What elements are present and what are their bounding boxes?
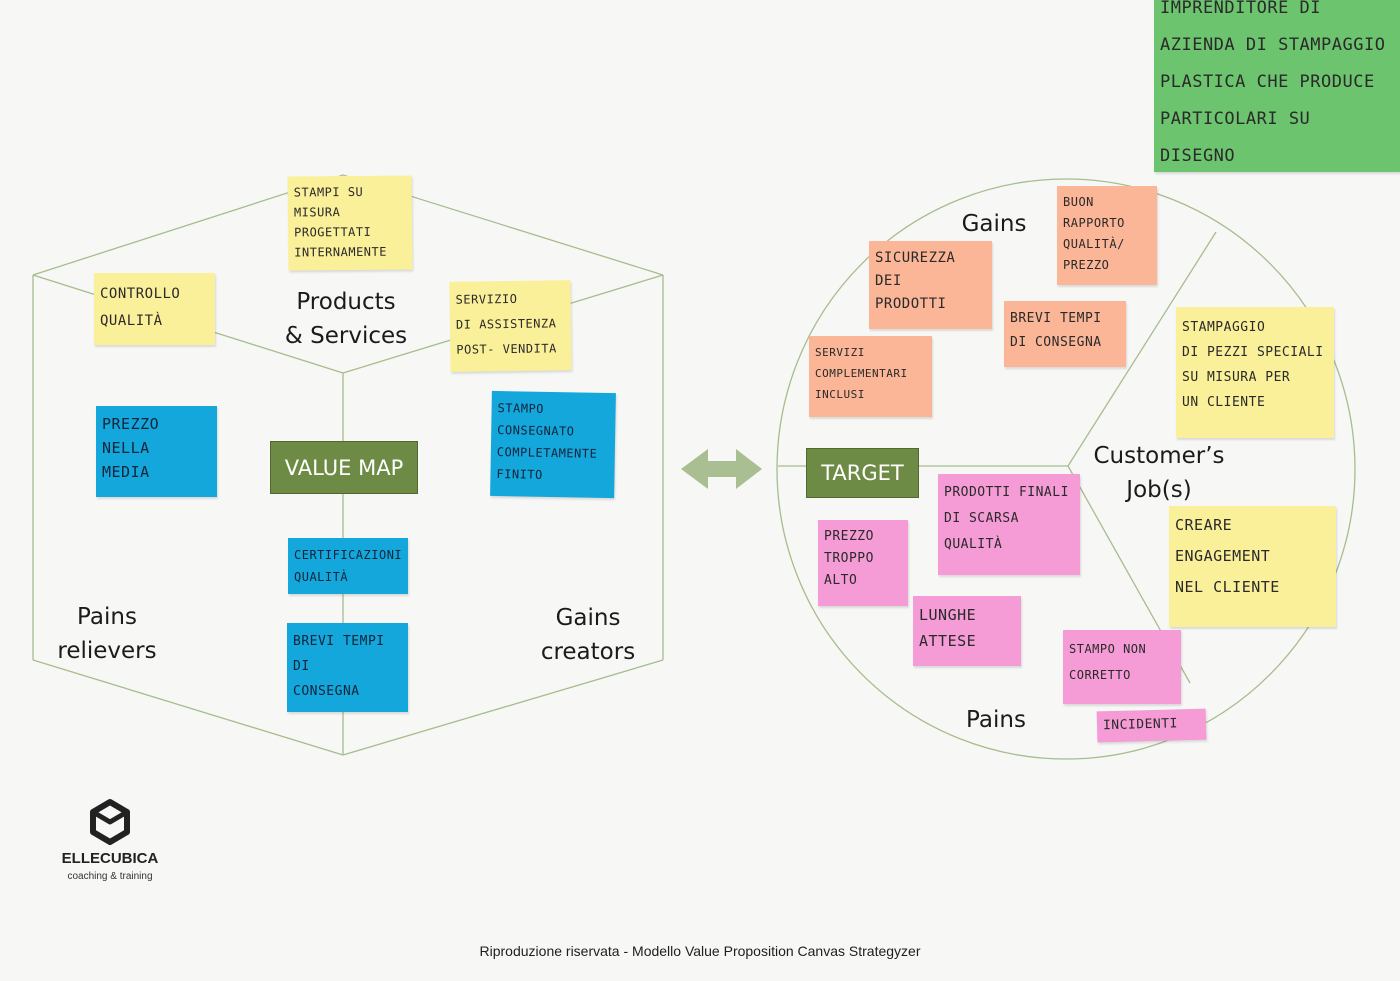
note-stampo-non-corretto: Stampo non corretto	[1063, 630, 1181, 704]
double-arrow-icon	[681, 449, 762, 489]
note-incidenti: Incidenti	[1096, 708, 1207, 743]
pains-relievers-label: Pains relievers	[57, 604, 157, 664]
note-stampi-su-misura: Stampi su misura progettati internamente	[287, 175, 413, 271]
note-buon-rapporto: Buon rapporto qualità/ prezzo	[1057, 186, 1157, 285]
pains-label: Pains	[966, 707, 1026, 733]
note-brevi-tempi-consegna-cp: Brevi tempi di consegna	[1004, 301, 1126, 367]
note-servizi-complementari: Servizi complementari inclusi	[809, 336, 932, 417]
customers-jobs-label: Customer’s Job(s)	[1093, 443, 1225, 503]
note-prodotti-finali: Prodotti finali di scarsa qualità	[938, 474, 1080, 575]
products-services-label: Products & Services	[284, 289, 408, 349]
note-stampaggio-pezzi: Stampaggio di pezzi speciali su misura p…	[1176, 307, 1334, 438]
note-stampo-consegnato: Stampo consegnato completamente finito	[490, 390, 616, 499]
note-prezzo-troppo-alto: Prezzo troppo alto	[818, 520, 908, 606]
note-creare-engagement: Creare engagement nel cliente	[1169, 506, 1336, 627]
note-prezzo-nella-media: Prezzo nella media	[96, 406, 217, 497]
note-certificazioni-qualita: Certificazioni qualità	[288, 538, 408, 594]
gains-creators-label: Gains creators	[540, 605, 636, 665]
note-imprenditore: Imprenditore di azienda di stampaggio pl…	[1154, 0, 1400, 172]
note-sicurezza-prodotti: Sicurezza dei prodotti	[869, 241, 992, 329]
footer-text: Riproduzione riservata - Modello Value P…	[479, 943, 921, 959]
ellecubica-logo: ELLECUBICA coaching & training	[60, 798, 160, 893]
target-button[interactable]: TARGET	[806, 448, 919, 498]
gains-label: Gains	[961, 211, 1027, 237]
logo-name: ELLECUBICA	[61, 850, 159, 867]
note-lunghe-attese: Lunghe attese	[913, 596, 1021, 666]
note-brevi-tempi-consegna-vm: Brevi tempi di consegna	[287, 623, 408, 712]
logo-tagline: coaching & training	[67, 871, 153, 882]
note-controllo-qualita: Controllo qualità	[94, 273, 215, 345]
note-servizio-assistenza: Servizio di assistenza post- vendita	[449, 280, 572, 372]
cube-icon	[90, 799, 130, 845]
value-map-button[interactable]: VALUE MAP	[270, 441, 418, 494]
